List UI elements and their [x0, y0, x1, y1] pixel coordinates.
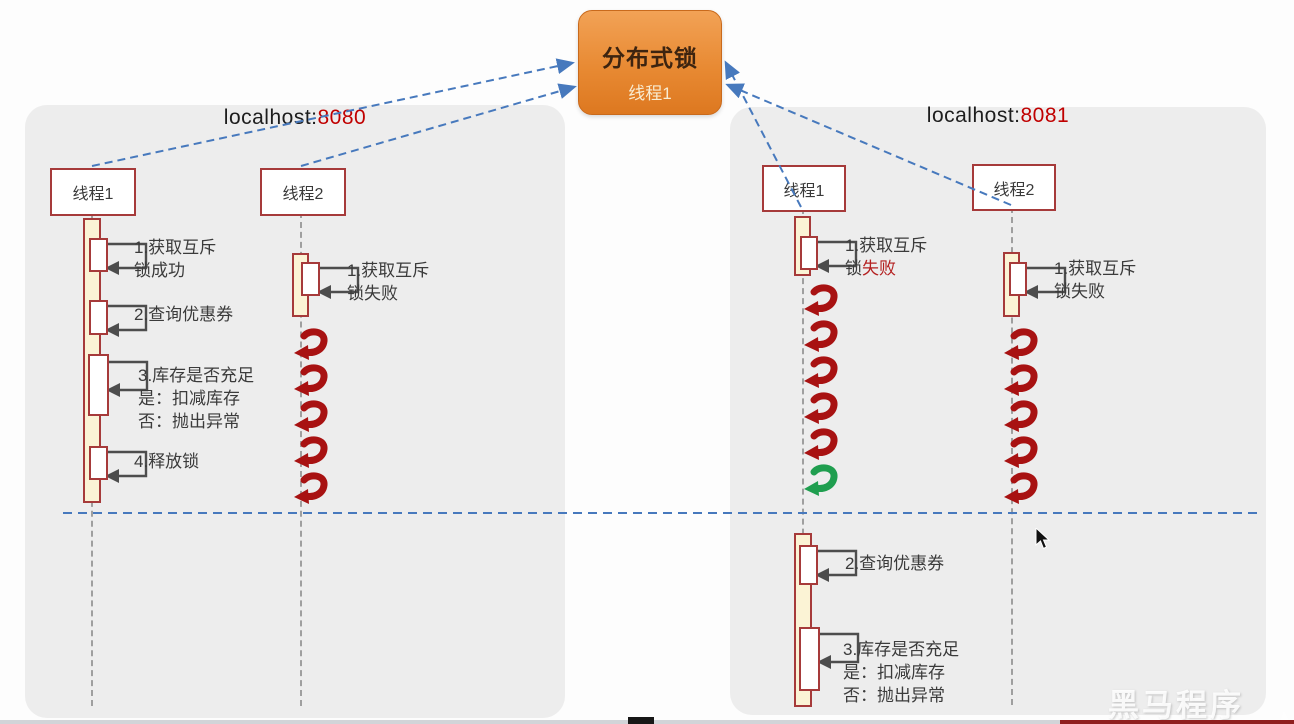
mouse-cursor: [1035, 528, 1051, 550]
step-label-acquire-lock-fail: 1.获取互斥 锁失败: [1054, 259, 1137, 301]
step-box: [89, 446, 108, 480]
retry-spin-icon: [1004, 472, 1038, 504]
thread-box-right-2: 线程2: [972, 164, 1056, 211]
retry-spin-icon: [1004, 436, 1038, 468]
retry-spin-icon: [294, 364, 328, 396]
step-label-stock-check: 3.库存是否充足 是：扣减库存 否：抛出异常: [138, 366, 255, 431]
host-label-8080: localhost:8080: [25, 106, 565, 130]
self-loop-arrow-icon: [104, 450, 148, 483]
host-port: 8080: [317, 106, 367, 129]
step-box: [301, 262, 320, 296]
retry-spin-icon: [804, 392, 838, 424]
step-label-release-lock: 4.释放锁: [134, 452, 200, 471]
step-box: [799, 627, 820, 691]
step-box: [799, 545, 818, 585]
watermark-text: 黑马程序员: [1108, 688, 1244, 723]
retry-spin-icon: [294, 400, 328, 432]
distributed-lock-holder: 线程1: [628, 84, 672, 103]
retry-spin-stack-right-2: [1002, 328, 1040, 506]
retry-spin-icon: [804, 320, 838, 352]
self-loop-arrow-icon: [814, 240, 858, 273]
retry-spin-icon: [1004, 364, 1038, 396]
self-loop-arrow-icon: [1023, 266, 1067, 299]
step-box: [89, 238, 108, 272]
fail-highlight: 失败: [862, 259, 896, 278]
retry-spin-stack-left-2: [292, 328, 330, 506]
watermark: 黑马程序员: [1108, 680, 1294, 724]
host-label-8081: localhost:8081: [730, 104, 1266, 128]
distributed-lock-box: 分布式锁 线程1: [578, 10, 722, 115]
step-label-query-coupon: 2.查询优惠券: [134, 305, 234, 324]
step-label-acquire-lock-success: 1.获取互斥 锁成功: [134, 238, 217, 280]
step-label-query-coupon: 2.查询优惠券: [845, 554, 945, 573]
video-progress-played: [1060, 720, 1294, 724]
self-loop-arrow-icon: [816, 632, 860, 669]
retry-spin-icon: [804, 428, 838, 460]
step-box: [88, 354, 109, 416]
step-box: [800, 236, 818, 270]
self-loop-arrow-icon: [104, 242, 148, 275]
retry-spin-icon: [294, 472, 328, 504]
host-prefix: localhost:: [223, 106, 318, 129]
video-scrubber-handle[interactable]: [628, 717, 654, 724]
step-label-stock-check: 3.库存是否充足 是：扣减库存 否：抛出异常: [843, 640, 960, 705]
thread-box-left-1: 线程1: [50, 168, 136, 216]
thread-box-left-2: 线程2: [260, 168, 346, 216]
retry-spin-icon: [294, 436, 328, 468]
retry-spin-icon: [1004, 328, 1038, 360]
step-box: [89, 300, 108, 335]
host-prefix: localhost:: [926, 104, 1021, 127]
self-loop-arrow-icon: [104, 304, 148, 337]
retry-spin-icon: [804, 464, 838, 496]
thread-box-right-1: 线程1: [762, 165, 846, 212]
self-loop-arrow-icon: [316, 266, 360, 299]
lifeline-right-1: [802, 208, 804, 705]
lifeline-right-2: [1011, 207, 1013, 705]
retry-spin-stack-right-1: [802, 284, 840, 498]
self-loop-arrow-icon: [814, 549, 858, 582]
step-box: [1009, 262, 1027, 296]
retry-spin-icon: [294, 328, 328, 360]
distributed-lock-title: 分布式锁: [602, 45, 698, 71]
host-port: 8081: [1020, 104, 1070, 127]
self-loop-arrow-icon: [105, 360, 149, 397]
retry-spin-icon: [804, 356, 838, 388]
retry-spin-icon: [1004, 400, 1038, 432]
step-label-acquire-lock-fail: 1.获取互斥 锁失败: [347, 261, 430, 303]
step-label-acquire-lock-fail: 1.获取互斥 锁失败: [845, 236, 928, 278]
retry-spin-icon: [804, 284, 838, 316]
